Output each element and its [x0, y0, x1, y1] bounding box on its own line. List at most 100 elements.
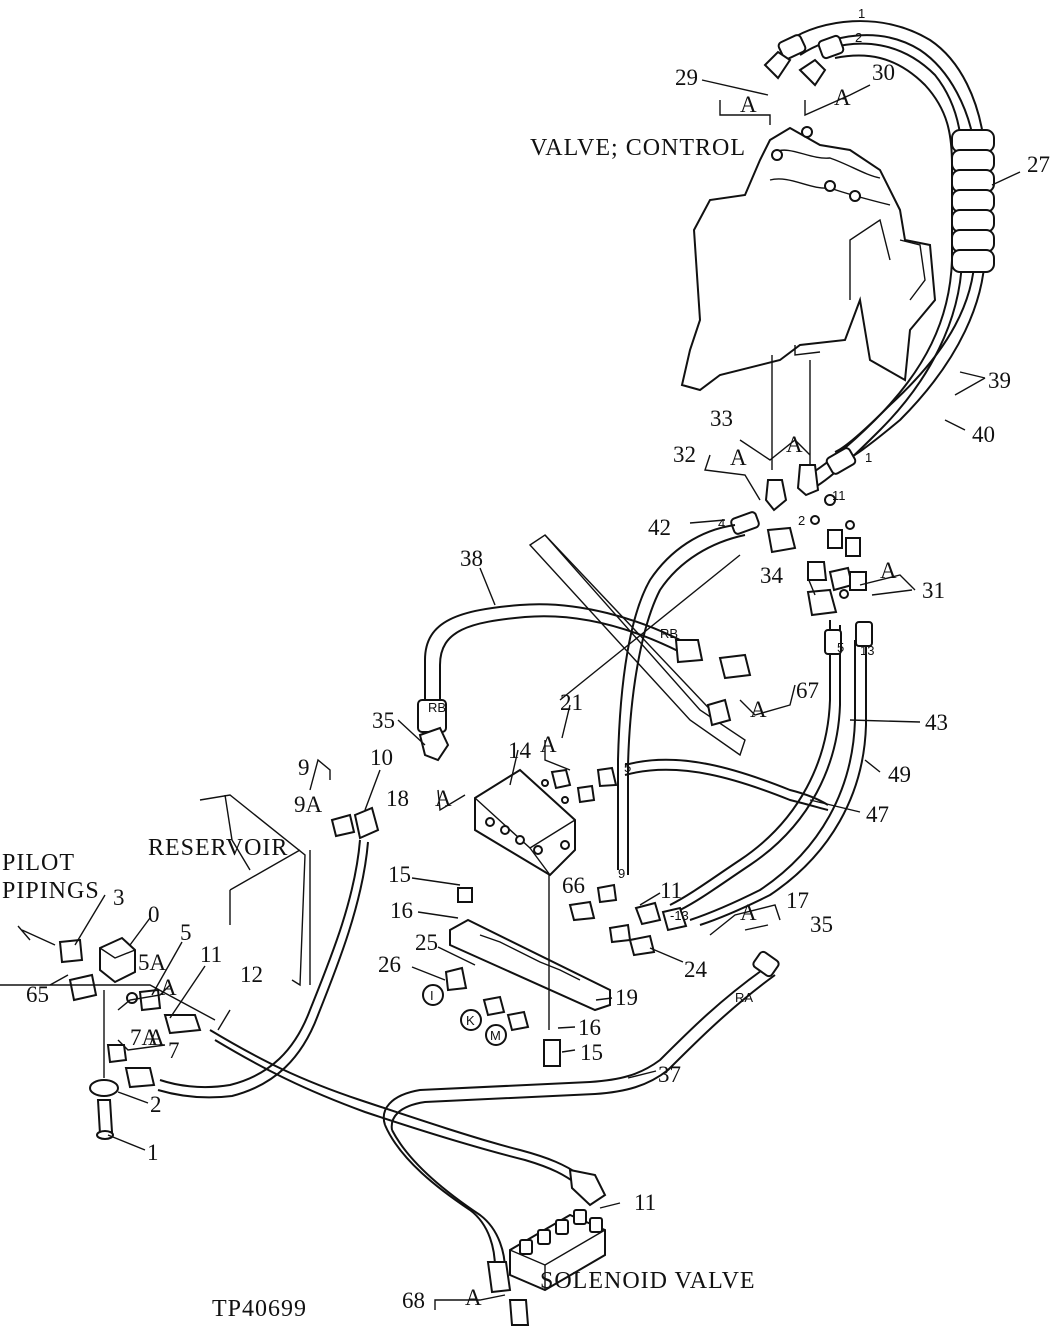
group-a-5: A	[160, 975, 177, 1000]
callout-12: 12	[240, 962, 263, 987]
hose-tag-rb1: RB	[428, 700, 446, 715]
callout-32: 32	[673, 442, 696, 467]
callout-42: 42	[648, 515, 671, 540]
reservoir-outline	[199, 794, 380, 987]
manifold-block	[418, 726, 618, 877]
hose-tag-2: 2	[855, 30, 862, 45]
hose-to-solenoid	[209, 1029, 607, 1294]
svg-text:M: M	[490, 1028, 501, 1043]
bracket-plate	[444, 875, 688, 1067]
callout-29: 29	[675, 65, 698, 90]
hose-tag-9: 9	[618, 866, 625, 881]
group-a-33: A	[786, 432, 803, 457]
callout-7a: 7A	[130, 1025, 159, 1050]
callout-49: 49	[888, 762, 911, 787]
hose-tag-rb2: RB	[660, 626, 678, 641]
callout-25: 25	[415, 930, 438, 955]
callout-11a: 11	[200, 942, 222, 967]
callout-37: 37	[658, 1062, 681, 1087]
circle-mark-i: I	[422, 984, 444, 1006]
hose-42	[617, 524, 736, 870]
circle-mark-k: K	[460, 1009, 482, 1031]
callout-35b: 35	[810, 912, 833, 937]
group-brackets	[0, 84, 916, 1310]
callout-33: 33	[710, 406, 733, 431]
hose-tag-ra: RA	[735, 990, 753, 1005]
group-a-21: A	[540, 732, 557, 757]
group-a-30: A	[834, 85, 851, 110]
hoses-43-47-49	[624, 620, 873, 926]
group-a-18: A	[435, 786, 452, 811]
callout-34: 34	[760, 563, 784, 588]
callout-19: 19	[615, 985, 638, 1010]
group-a-32: A	[730, 445, 747, 470]
callout-18: 18	[386, 786, 409, 811]
callout-38: 38	[460, 546, 483, 571]
callout-9: 9	[298, 755, 310, 780]
control-valve-label: VALVE; CONTROL	[530, 135, 746, 161]
callout-2: 2	[150, 1092, 162, 1117]
callout-21: 21	[560, 690, 583, 715]
callout-5: 5	[180, 920, 192, 945]
callout-0: 0	[148, 902, 160, 927]
solenoid-valve	[508, 1209, 606, 1326]
hose-tag-1b: 1	[865, 450, 872, 465]
hose-42-outline	[627, 534, 746, 875]
circle-mark-m: M	[485, 1024, 507, 1046]
leader-lines	[49, 79, 1021, 1209]
svg-text:I: I	[430, 988, 434, 1003]
callout-11c: 11	[634, 1190, 656, 1215]
hose-tag-13: 13	[860, 643, 874, 658]
callout-35a: 35	[372, 708, 395, 733]
group-a-29: A	[740, 92, 757, 117]
callout-47: 47	[866, 802, 889, 827]
callout-65: 65	[26, 982, 49, 1007]
figure-id: TP40699	[212, 1296, 307, 1322]
group-a-17: A	[740, 900, 757, 925]
callout-30: 30	[872, 60, 895, 85]
hose-tag-2b: 2	[798, 513, 805, 528]
hose-tag-13b: -13	[670, 908, 689, 923]
callout-14: 14	[508, 738, 532, 763]
hose-tag-11: 11	[832, 488, 846, 503]
callout-27: 27	[1027, 152, 1050, 177]
hose-tag-5: 5	[837, 640, 844, 655]
control-valve-body	[680, 126, 937, 392]
hose-tag-4: 4	[718, 516, 725, 531]
reservoir-label: RESERVOIR	[148, 835, 288, 861]
solenoid-valve-label: SOLENOID VALVE	[540, 1268, 756, 1294]
hose-37	[382, 950, 780, 1131]
pilot-valve-assembly	[17, 925, 202, 1140]
hose-38	[417, 603, 752, 733]
callout-24: 24	[684, 957, 708, 982]
callout-16a: 16	[390, 898, 413, 923]
callout-43: 43	[925, 710, 948, 735]
callout-17: 17	[786, 888, 809, 913]
group-a-7: A	[148, 1025, 165, 1050]
callout-39: 39	[988, 368, 1011, 393]
pilot-label-line1: PILOT	[2, 850, 75, 876]
pilot-label-line2: PIPINGS	[2, 878, 100, 904]
callout-9a: 9A	[294, 792, 323, 817]
callout-11b: 11	[660, 878, 682, 903]
group-a-67: A	[750, 697, 767, 722]
callout-15b: 15	[580, 1040, 603, 1065]
callout-1: 1	[147, 1140, 159, 1165]
hose-12	[157, 839, 369, 1099]
callout-67: 67	[796, 678, 819, 703]
hose-bundle	[763, 20, 995, 491]
callout-5a: 5A	[138, 950, 167, 975]
hose-tag-1: 1	[858, 6, 865, 21]
callout-3: 3	[113, 885, 125, 910]
callout-10: 10	[370, 745, 393, 770]
callout-66: 66	[562, 873, 585, 898]
callout-16b: 16	[578, 1015, 601, 1040]
callout-7: 7	[168, 1038, 180, 1063]
group-a-68: A	[465, 1285, 482, 1310]
callout-40: 40	[972, 422, 995, 447]
callout-31: 31	[922, 578, 945, 603]
callout-26: 26	[378, 952, 401, 977]
svg-text:K: K	[466, 1013, 475, 1028]
group-a-31: A	[880, 558, 897, 583]
